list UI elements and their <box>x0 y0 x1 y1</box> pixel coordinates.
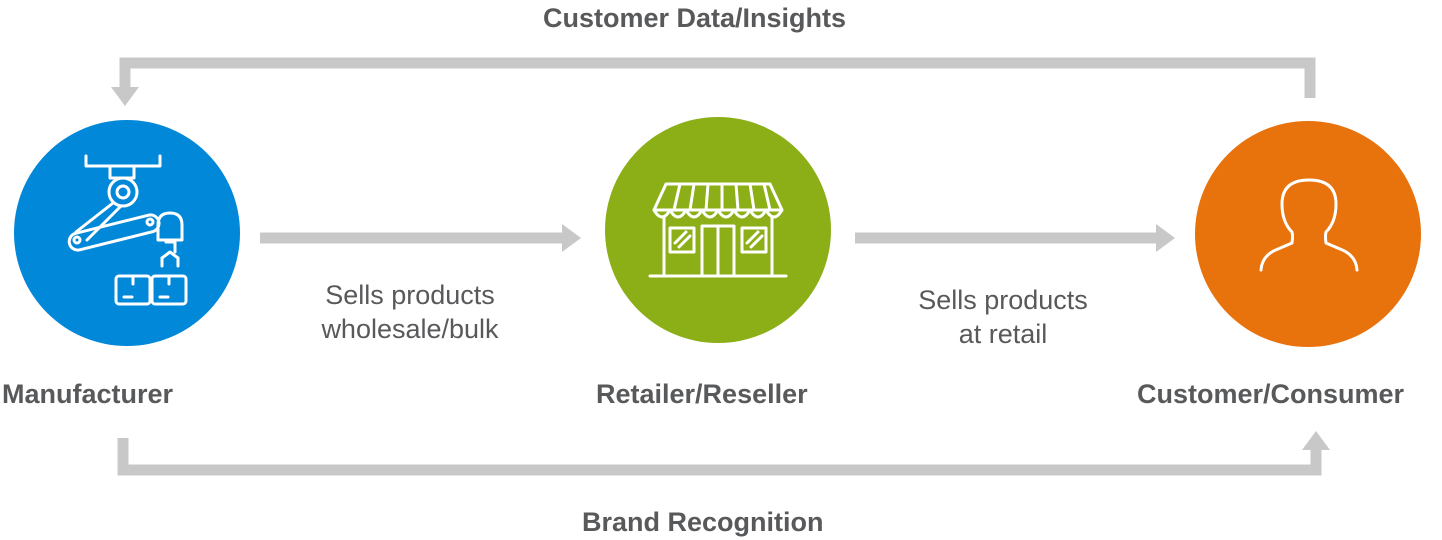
manufacturer-label: Manufacturer <box>2 379 174 409</box>
node-manufacturer <box>14 120 240 346</box>
arrow-retailer-to-customer <box>855 224 1175 252</box>
node-retailer <box>605 117 831 343</box>
bottom-brand-arrow <box>117 431 1330 476</box>
storefront-icon <box>648 182 788 278</box>
edge-2-label-line1: Sells products <box>918 285 1088 315</box>
customer-label: Customer/Consumer <box>1137 379 1405 409</box>
top-feedback-arrow <box>111 57 1316 106</box>
node-customer <box>1195 121 1421 347</box>
retailer-label: Retailer/Reseller <box>596 379 808 409</box>
edge-1-label-line2: wholesale/bulk <box>321 314 499 344</box>
robotic-arm-icon <box>67 154 188 306</box>
arrow-manufacturer-to-retailer <box>260 224 581 252</box>
top-flow-label: Customer Data/Insights <box>543 3 847 33</box>
customer-circle <box>1195 121 1421 347</box>
edge-2-label-line2: at retail <box>958 319 1048 349</box>
bottom-flow-label: Brand Recognition <box>582 507 824 537</box>
person-icon <box>1259 178 1359 272</box>
edge-2-label: Sells products at retail <box>883 283 1123 351</box>
edge-1-label-line1: Sells products <box>325 280 495 310</box>
edge-1-label: Sells products wholesale/bulk <box>290 278 530 346</box>
manufacturer-circle <box>14 120 240 346</box>
